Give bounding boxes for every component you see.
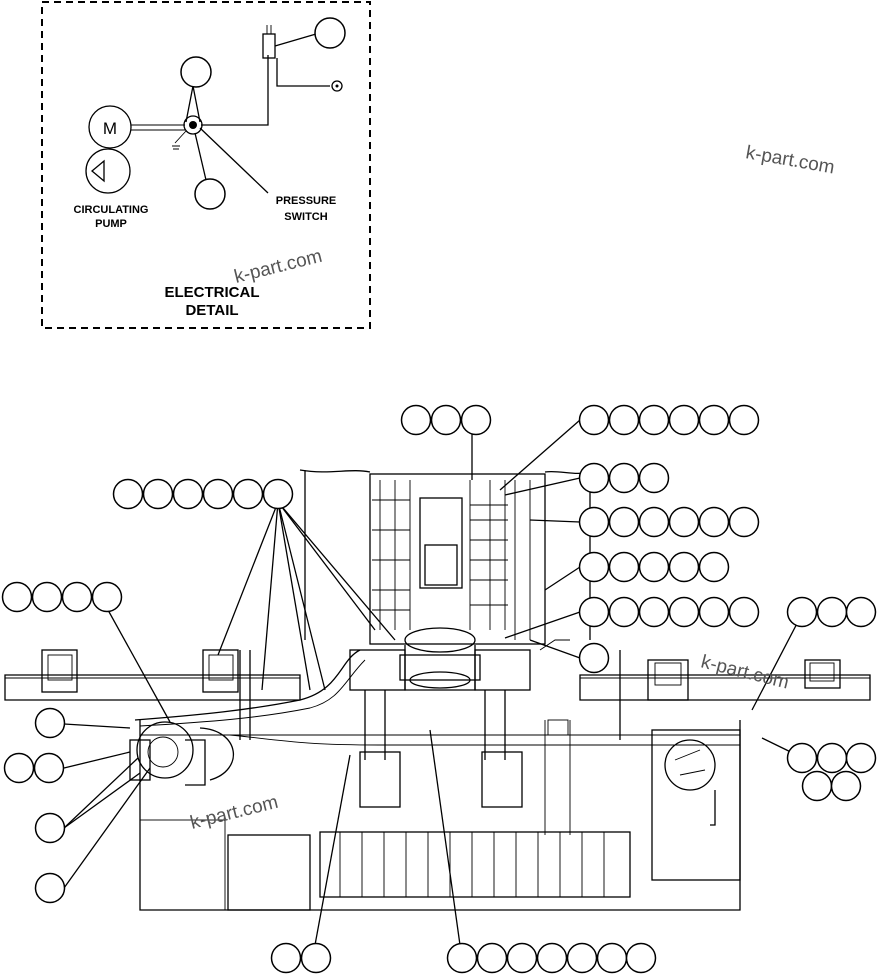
callout-bubble[interactable] xyxy=(180,56,212,88)
callout-bubble[interactable] xyxy=(1,581,33,613)
motor-symbol-label: M xyxy=(103,119,117,138)
watermark-text: k-part.com xyxy=(699,651,791,693)
watermark-text: k-part.com xyxy=(232,246,324,288)
callout-bubble[interactable] xyxy=(270,942,302,974)
callout-bubble[interactable] xyxy=(578,404,610,436)
callout-bubble[interactable] xyxy=(314,17,346,49)
callout-bubble[interactable] xyxy=(34,872,66,904)
callout-bubble[interactable] xyxy=(506,942,538,974)
callout-bubble[interactable] xyxy=(638,596,670,628)
callout-bubble[interactable] xyxy=(608,462,640,494)
callout-bubble[interactable] xyxy=(728,506,760,538)
callout-bubble[interactable] xyxy=(698,506,730,538)
watermark-text: k-part.com xyxy=(744,142,836,178)
callout-bubble[interactable] xyxy=(608,551,640,583)
callout-bubble[interactable] xyxy=(801,770,833,802)
pressure-switch-label-1: PRESSURE xyxy=(276,195,337,207)
electrical-detail-box: M CIRCULATING PUMP PRESSURE SWITCH xyxy=(41,1,371,329)
callout-bubble[interactable] xyxy=(172,478,204,510)
gauge-icon xyxy=(664,739,716,791)
callout-bubble[interactable] xyxy=(31,581,63,613)
callout-bubble[interactable] xyxy=(698,596,730,628)
machine-drawing xyxy=(4,469,871,911)
watermark-text: k-part.com xyxy=(188,792,280,834)
callout-bubble[interactable] xyxy=(460,404,492,436)
callout-bubble[interactable] xyxy=(578,462,610,494)
circulating-pump-label-2: PUMP xyxy=(95,218,127,230)
callout-bubble[interactable] xyxy=(638,462,670,494)
electrical-detail-title-1: ELECTRICAL xyxy=(165,284,260,301)
connector-icon xyxy=(262,33,276,59)
callout-bubble[interactable] xyxy=(566,942,598,974)
electrical-detail-title-2: DETAIL xyxy=(185,302,238,319)
callout-bubble[interactable] xyxy=(608,596,640,628)
callout-bubble[interactable] xyxy=(608,506,640,538)
callout-bubble[interactable] xyxy=(668,551,700,583)
callout-bubble[interactable] xyxy=(536,942,568,974)
callout-bubble[interactable] xyxy=(786,742,818,774)
callout-bubble[interactable] xyxy=(194,178,226,210)
callout-bubble[interactable] xyxy=(446,942,478,974)
callout-bubble[interactable] xyxy=(596,942,628,974)
callout-bubble[interactable] xyxy=(668,596,700,628)
callout-bubble[interactable] xyxy=(112,478,144,510)
callout-bubble[interactable] xyxy=(786,596,818,628)
callout-bubble[interactable] xyxy=(638,551,670,583)
callout-bubble[interactable] xyxy=(578,596,610,628)
callout-bubble[interactable] xyxy=(262,478,294,510)
callout-bubble[interactable] xyxy=(400,404,432,436)
callout-bubble[interactable] xyxy=(638,404,670,436)
callout-bubble[interactable] xyxy=(61,581,93,613)
callout-bubble[interactable] xyxy=(698,551,730,583)
callout-bubble[interactable] xyxy=(232,478,264,510)
callout-bubble[interactable] xyxy=(698,404,730,436)
callout-bubble[interactable] xyxy=(34,707,66,739)
callout-bubble[interactable] xyxy=(300,942,332,974)
callout-bubble[interactable] xyxy=(668,506,700,538)
callout-bubble[interactable] xyxy=(608,404,640,436)
callout-bubble[interactable] xyxy=(638,506,670,538)
pressure-switch-label-2: SWITCH xyxy=(284,211,327,223)
callout-bubble[interactable] xyxy=(142,478,174,510)
motor-symbol-icon xyxy=(88,105,132,149)
callout-bubble[interactable] xyxy=(578,551,610,583)
callout-bubble[interactable] xyxy=(728,404,760,436)
callout-bubble[interactable] xyxy=(578,642,610,674)
callout-bubble[interactable] xyxy=(816,742,848,774)
circulating-pump-label-1: CIRCULATING xyxy=(74,204,149,216)
callout-bubble[interactable] xyxy=(816,596,848,628)
callout-bubbles xyxy=(1,404,877,974)
callout-bubble[interactable] xyxy=(202,478,234,510)
callout-bubble[interactable] xyxy=(845,742,877,774)
callout-bubble[interactable] xyxy=(668,404,700,436)
callout-bubble[interactable] xyxy=(3,752,35,784)
callout-bubble[interactable] xyxy=(476,942,508,974)
callout-bubble[interactable] xyxy=(430,404,462,436)
pump-symbol-icon xyxy=(85,148,131,194)
callout-bubble[interactable] xyxy=(91,581,123,613)
leader-lines xyxy=(63,419,804,946)
callout-bubble[interactable] xyxy=(34,812,66,844)
callout-bubble[interactable] xyxy=(728,596,760,628)
callout-bubble[interactable] xyxy=(578,506,610,538)
callout-bubble[interactable] xyxy=(845,596,877,628)
callout-bubble[interactable] xyxy=(830,770,862,802)
callout-bubble[interactable] xyxy=(625,942,657,974)
callout-bubble[interactable] xyxy=(33,752,65,784)
